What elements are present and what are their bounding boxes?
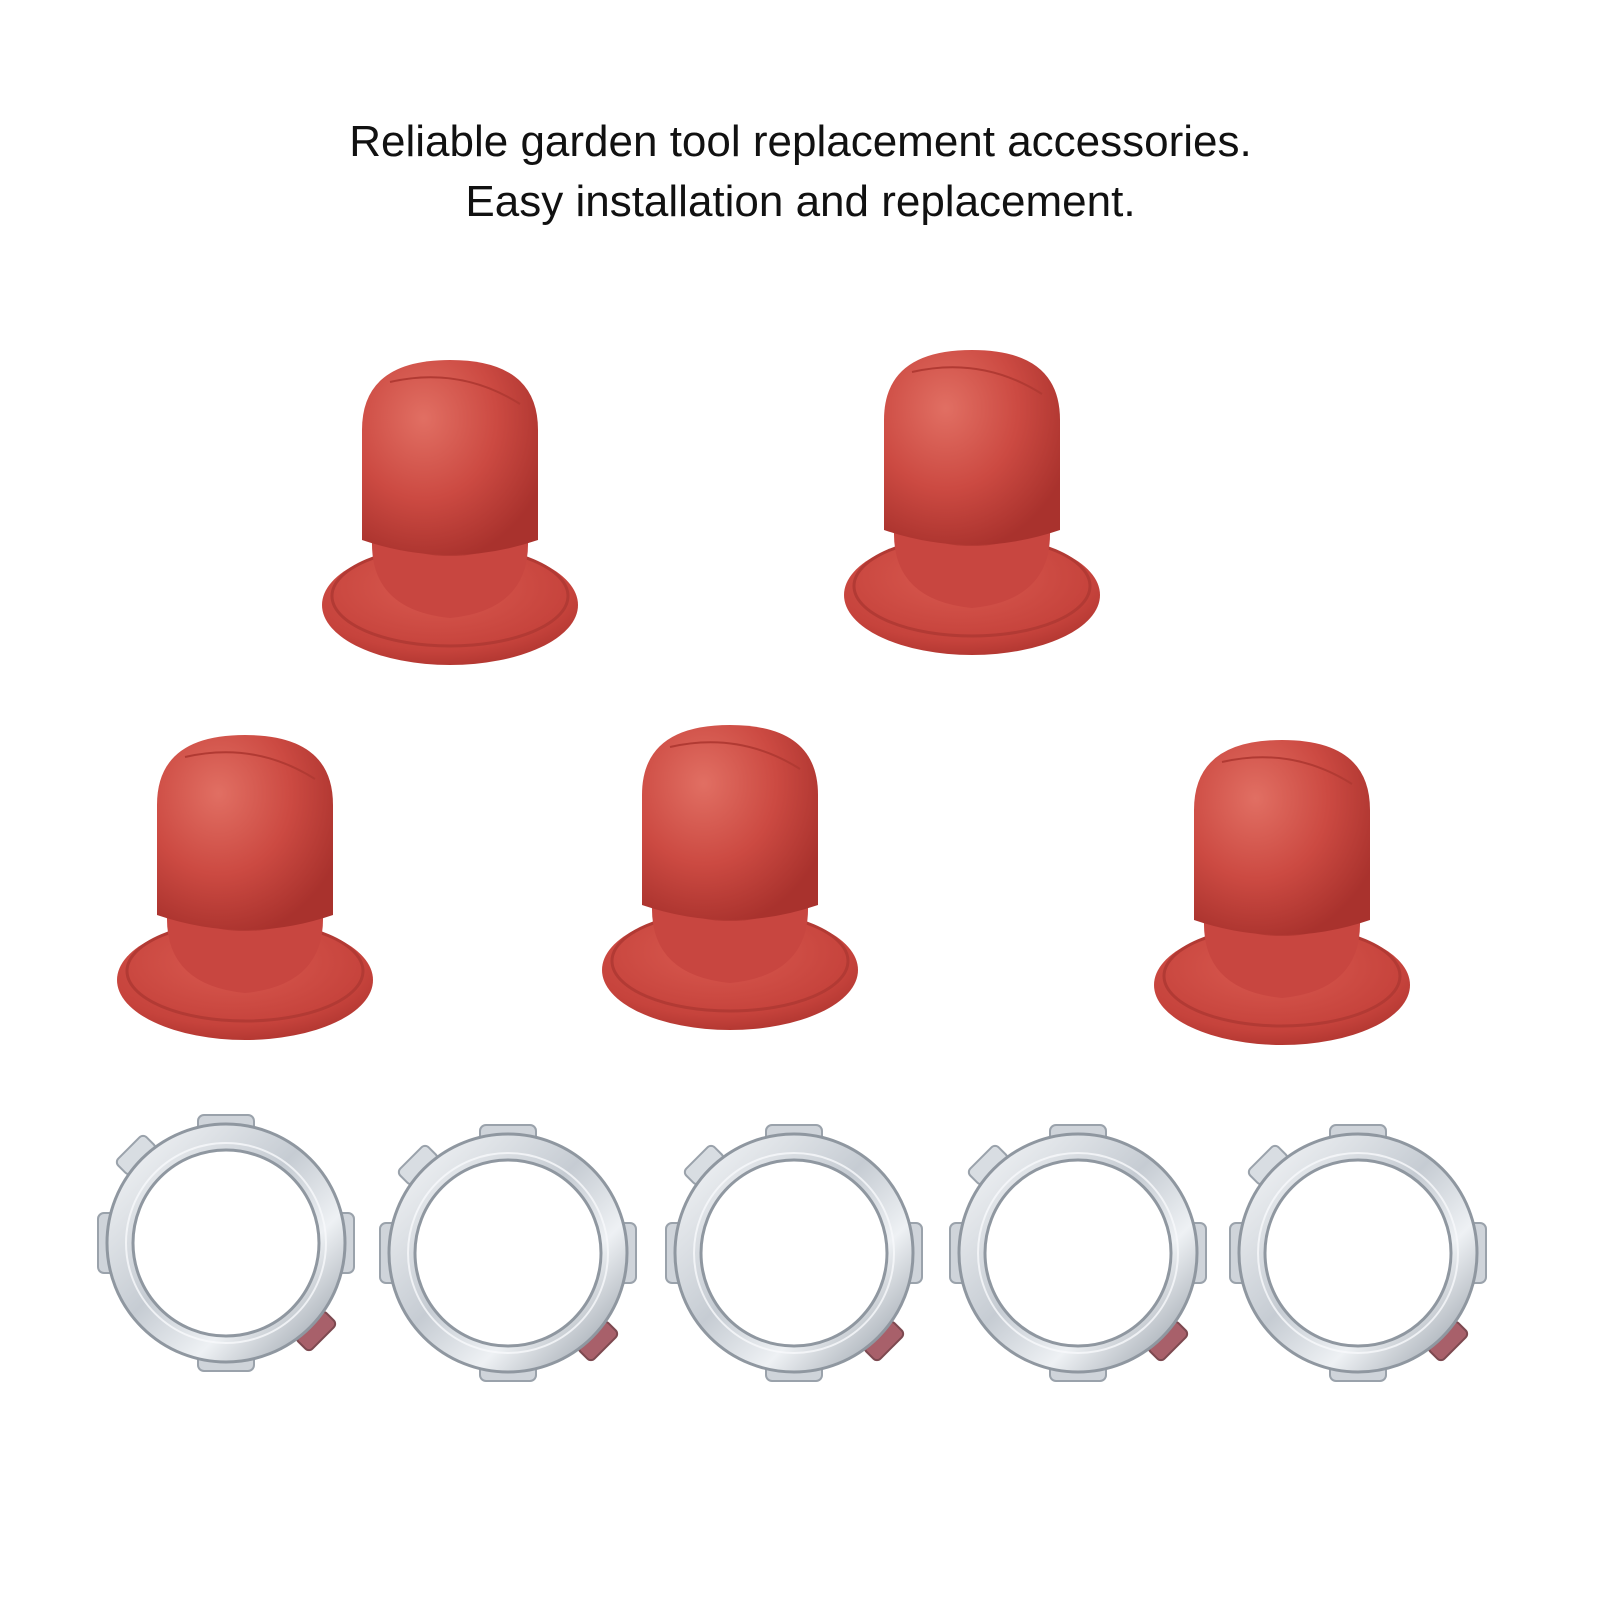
primer-bulb [320,358,580,667]
retainer-ring [1230,1125,1486,1381]
retainer-ring [950,1125,1206,1381]
retainer-ring [380,1125,636,1381]
primer-bulb [1152,738,1412,1047]
caption-line-2: Easy installation and replacement. [465,177,1136,226]
product-caption: Reliable garden tool replacement accesso… [0,112,1601,232]
retainer-ring [666,1125,922,1381]
caption-line-1: Reliable garden tool replacement accesso… [349,117,1252,166]
primer-bulb [842,348,1102,657]
primer-bulb [600,723,860,1032]
retainer-ring [98,1115,354,1371]
primer-bulb [115,733,375,1042]
